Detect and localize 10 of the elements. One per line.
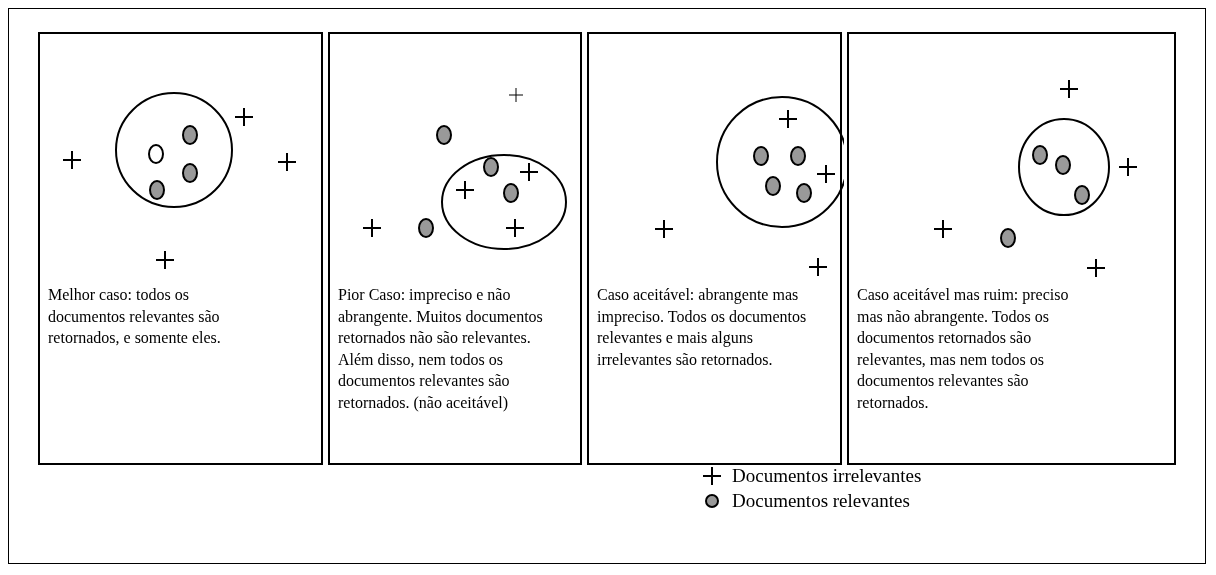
case-description: Caso aceitável mas ruim: preciso mas não abrangente. Todos os documentos retornados são relevantes, mas nem todos os documentos relevantes são retornados.: [857, 285, 1070, 413]
legend-label: Documentos irrelevantes: [732, 465, 922, 487]
case-panel: [587, 32, 842, 465]
case-description: Pior Caso: impreciso e não abrangente. Muitos documentos retornados não são relevantes. Além disso, nem todos os documentos relevantes são retornados. (não aceitável): [338, 285, 544, 413]
case-panel: [847, 32, 1176, 465]
case-description: Caso aceitável: abrangente mas impreciso. Todos os documentos relevantes e mais alguns irrelevantes são retornados.: [597, 285, 808, 370]
case-description: Melhor caso: todos os documentos relevantes são retornados, e somente eles.: [48, 285, 222, 348]
case-panel: [328, 32, 582, 465]
case-panel: [38, 32, 323, 465]
legend-label: Documentos relevantes: [732, 490, 910, 512]
